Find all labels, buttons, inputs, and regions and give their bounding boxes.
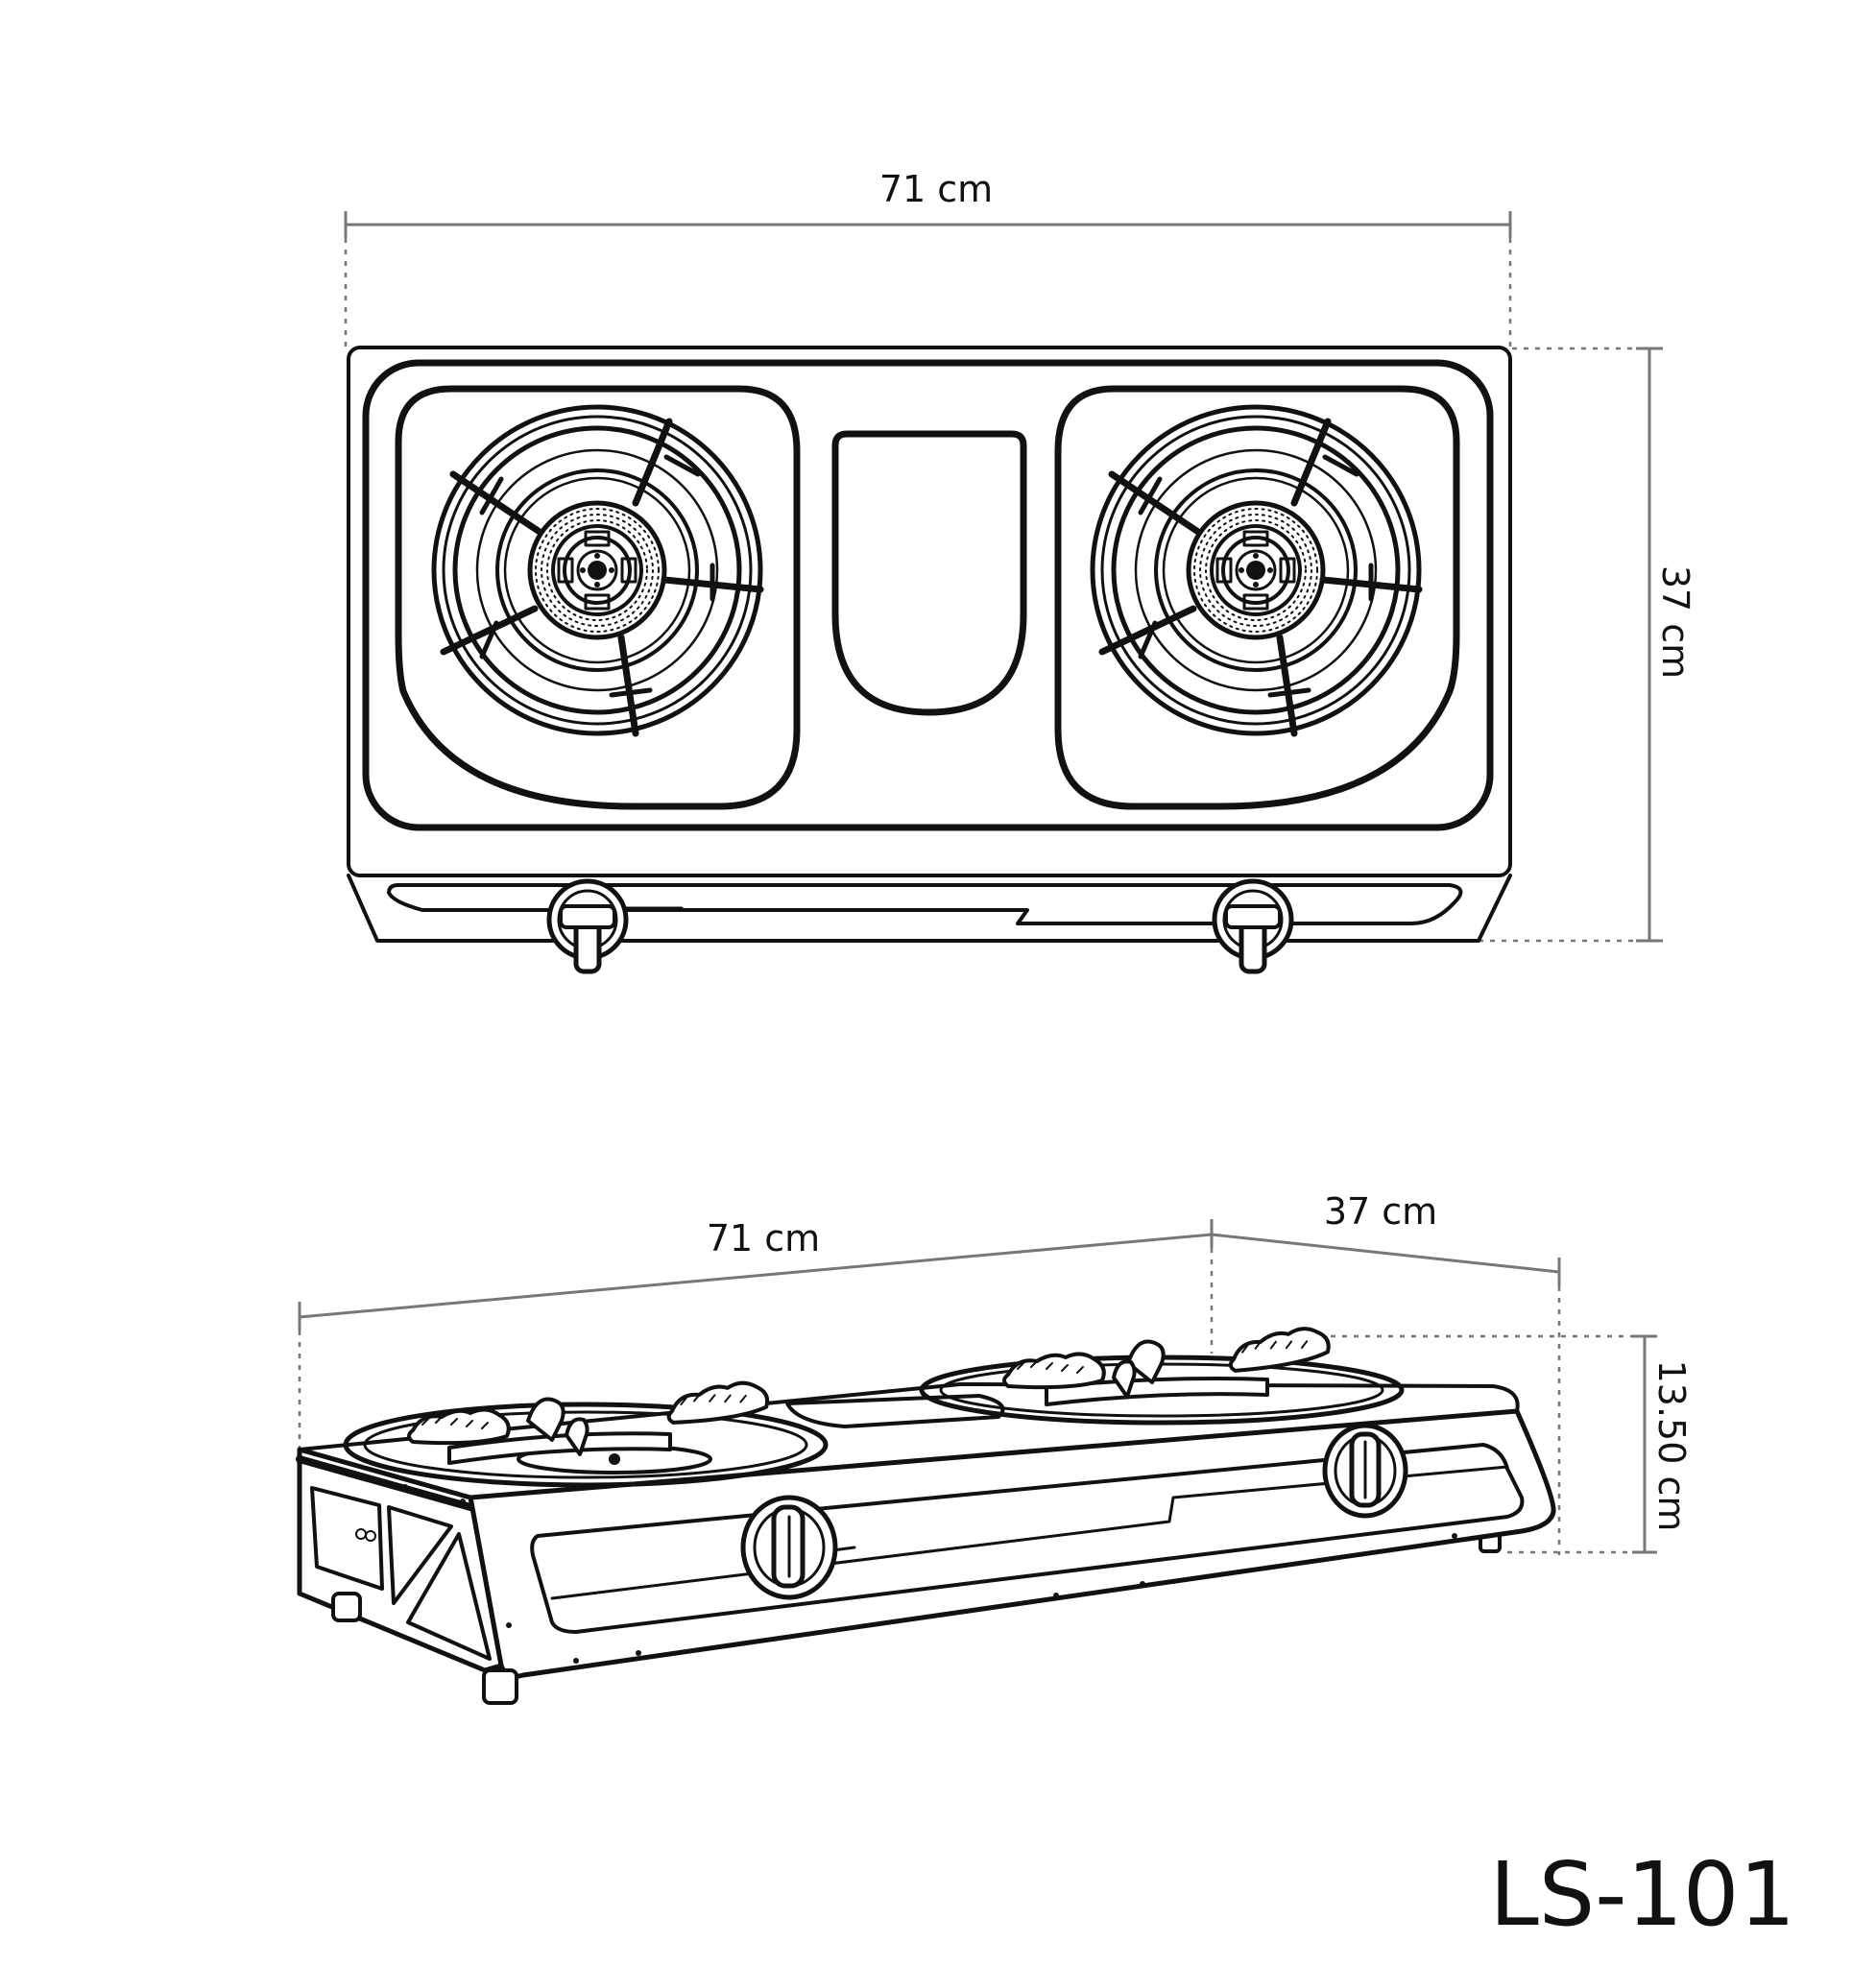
persp-left-burner xyxy=(343,1379,829,1488)
persp-width-dimension: 71 cm xyxy=(298,1217,1214,1448)
right-knob xyxy=(1215,881,1291,971)
left-burner xyxy=(434,407,760,733)
top-width-label: 71 cm xyxy=(879,168,993,210)
right-burner xyxy=(1093,407,1419,733)
top-depth-dimension: 37 cm xyxy=(1479,347,1696,943)
persp-depth-dimension: 37 cm xyxy=(1211,1190,1561,1555)
persp-height-dimension: 13.50 cm xyxy=(1296,1334,1693,1554)
front-rim-rivets xyxy=(573,1533,1457,1664)
control-panel-front xyxy=(347,874,1512,943)
persp-left-knob xyxy=(740,1495,838,1600)
persp-width-label: 71 cm xyxy=(707,1217,820,1259)
persp-right-knob xyxy=(1322,1423,1408,1519)
center-drip-tray xyxy=(831,430,1027,716)
perspective-view: 71 cm 37 cm 13.50 cm xyxy=(296,1190,1693,1705)
front-right-leg xyxy=(482,1668,518,1705)
left-burner-well xyxy=(395,385,801,810)
right-burner-well xyxy=(1054,385,1460,810)
top-width-dimension: 71 cm xyxy=(344,168,1512,348)
model-label: LS-101 xyxy=(1490,1843,1795,1946)
persp-center-tray xyxy=(785,1394,1005,1428)
front-left-leg xyxy=(331,1592,362,1622)
persp-depth-label: 37 cm xyxy=(1324,1190,1437,1233)
persp-height-label: 13.50 cm xyxy=(1650,1360,1693,1532)
top-view: 71 cm 37 cm xyxy=(344,168,1696,971)
control-panel-trim xyxy=(387,883,1463,925)
stove-body-outline xyxy=(347,346,1512,877)
top-depth-label: 37 cm xyxy=(1654,565,1696,679)
stove-top-panel xyxy=(362,359,1494,831)
persp-right-burner xyxy=(919,1323,1405,1426)
left-knob xyxy=(549,881,626,971)
